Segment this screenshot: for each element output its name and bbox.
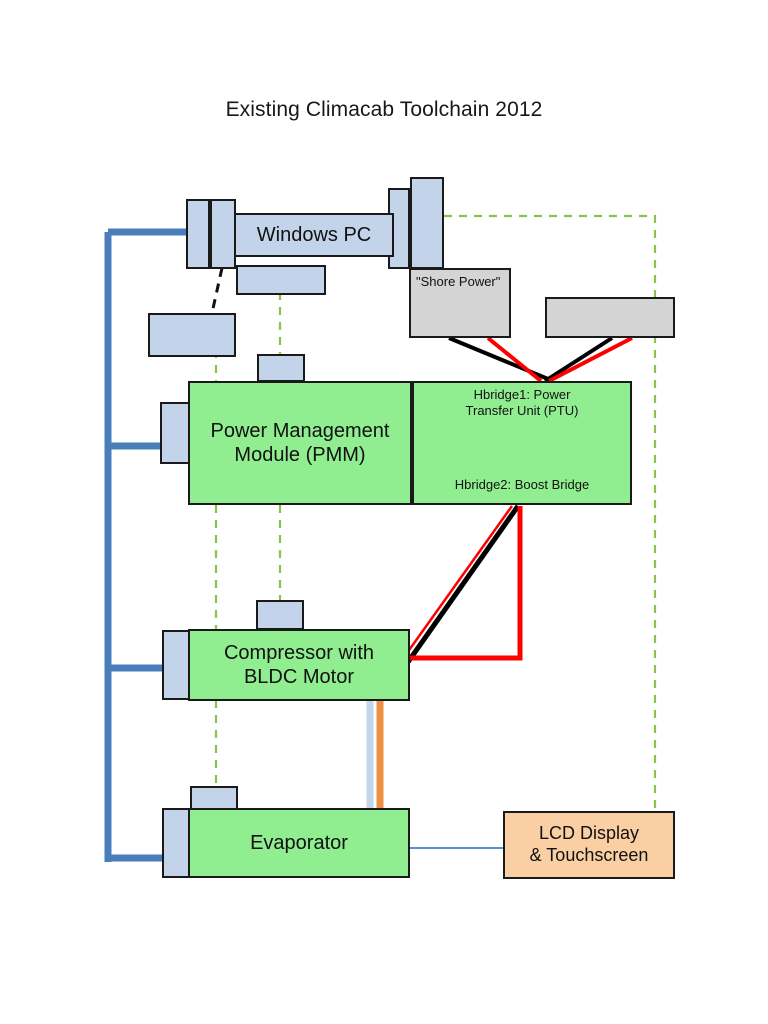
node-evaporator[interactable]: Evaporator <box>188 808 410 878</box>
green-dash-pc-to-lcd <box>444 214 657 810</box>
hbridge-stack: Hbridge1: Power Transfer Unit (PTU) Hbri… <box>414 381 630 505</box>
pmm-compressor-red-bus <box>410 506 523 661</box>
battery-black-wire <box>543 336 614 383</box>
lcd-label-line2: & Touchscreen <box>529 845 649 865</box>
pc-to-unlabeled-box-dashed-link <box>210 267 224 314</box>
node-compressor-bldc[interactable]: Compressor with BLDC Motor <box>188 629 410 701</box>
compressor-label-line2: BLDC Motor <box>243 666 354 688</box>
compressor-port-top[interactable] <box>256 600 304 630</box>
evaporator-label: Evaporator <box>250 832 348 854</box>
pc-port-left-a[interactable] <box>186 199 210 269</box>
hbridge1-label-line1: Hbridge1: Power <box>473 387 571 402</box>
shore-power-black-wire <box>448 336 554 383</box>
pmm-label-line2: Module (PMM) <box>234 444 366 466</box>
pmm-port-top[interactable] <box>257 354 305 382</box>
node-shore-power[interactable]: "Shore Power" <box>409 268 511 338</box>
node-unlabeled-blue-box[interactable] <box>148 313 236 357</box>
pc-port-bottom[interactable] <box>236 265 326 295</box>
compressor-label-line1: Compressor with <box>223 642 375 664</box>
pmm-compressor-red-thin-wire <box>400 505 514 661</box>
evaporator-port-left[interactable] <box>162 808 190 878</box>
shore-power-red-wire <box>486 336 543 383</box>
pc-port-right-b[interactable] <box>410 177 444 269</box>
battery-wiring <box>543 336 633 383</box>
node-windows-pc-label: Windows PC <box>256 224 372 246</box>
pmm-label-line1: Power Management <box>210 420 390 442</box>
node-battery-pack[interactable] <box>545 297 675 338</box>
lcd-label-line1: LCD Display <box>538 823 640 844</box>
node-shore-power-label: "Shore Power" <box>416 274 501 289</box>
hbridge2-label: Hbridge2: Boost Bridge <box>454 477 590 493</box>
node-power-management-module[interactable]: Power Management Module (PMM) <box>188 381 412 505</box>
pc-port-left-b[interactable] <box>210 199 236 269</box>
compressor-port-left[interactable] <box>162 630 190 700</box>
pmm-compressor-black-wire <box>405 504 521 664</box>
node-hbridge-panel[interactable]: Hbridge1: Power Transfer Unit (PTU) Hbri… <box>412 381 632 505</box>
battery-red-wire <box>548 336 633 383</box>
pmm-to-compressor-wiring <box>400 504 523 664</box>
hbridge1-label-line2: Transfer Unit (PTU) <box>465 402 579 418</box>
hbridge1-block: Hbridge1: Power Transfer Unit (PTU) <box>418 387 626 418</box>
node-lcd-display[interactable]: LCD Display & Touchscreen <box>503 811 675 879</box>
blue-bus-network <box>104 228 196 862</box>
page-title: Existing Climacab Toolchain 2012 <box>225 98 543 121</box>
node-windows-pc[interactable]: Windows PC <box>234 213 394 257</box>
shore-power-wiring <box>448 336 554 383</box>
pmm-port-left[interactable] <box>160 402 190 464</box>
